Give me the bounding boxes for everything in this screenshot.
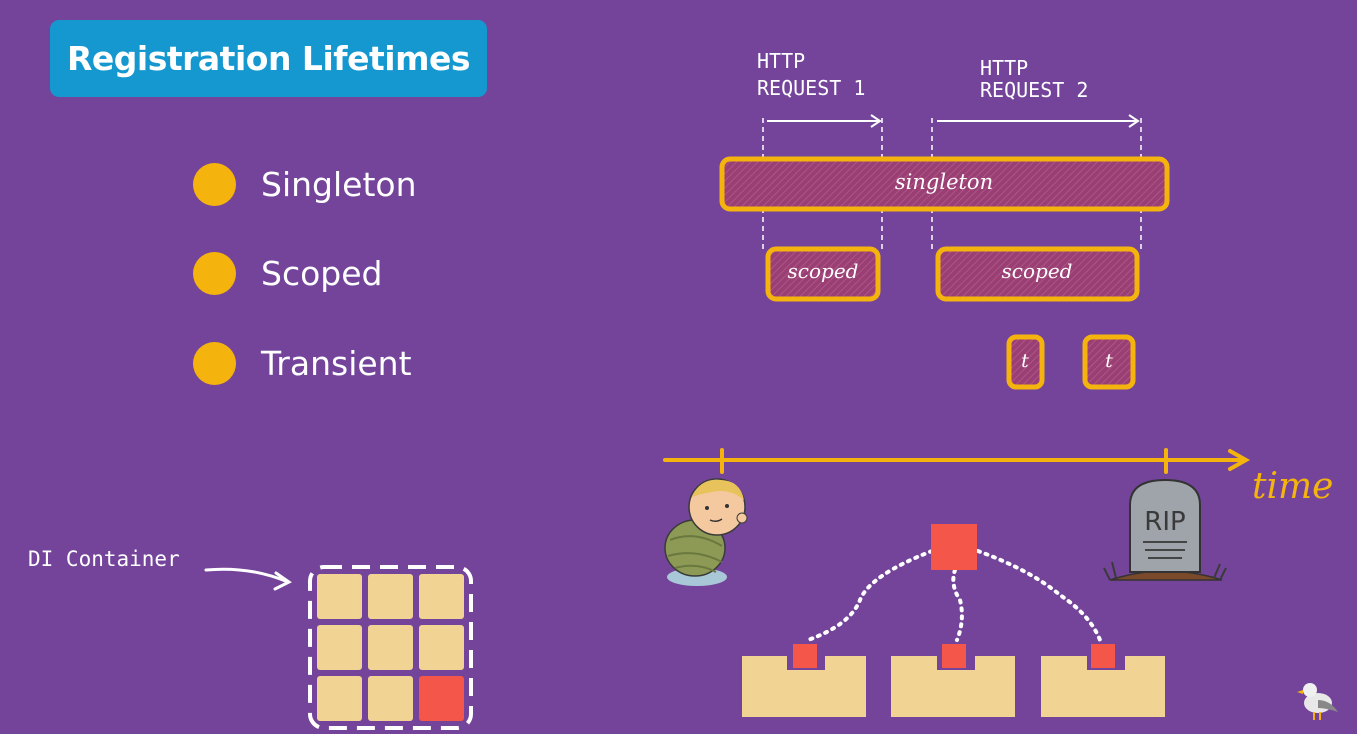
bullet-label: Scoped (261, 254, 383, 293)
container-tile (368, 676, 413, 721)
bird-logo-icon (1297, 683, 1338, 720)
bullet-item-singleton: Singleton (193, 163, 417, 206)
bullet-dot-icon (193, 163, 236, 206)
bullet-label: Singleton (261, 165, 417, 204)
transient-box-1: t (1006, 334, 1045, 390)
child-instance (793, 644, 817, 668)
instance-tree (742, 524, 1165, 717)
di-container (308, 565, 473, 730)
consumer-block-2 (891, 644, 1015, 717)
container-tile (368, 574, 413, 619)
request-2-arrow (937, 114, 1140, 128)
request-1-label: HTTP REQUEST 1 (757, 49, 865, 100)
singleton-bar: singleton (719, 156, 1170, 212)
container-tile (317, 625, 362, 670)
container-tile (317, 676, 362, 721)
bullet-item-scoped: Scoped (193, 252, 382, 295)
request-1-line1: HTTP (757, 49, 805, 73)
bullet-dot-icon (193, 252, 236, 295)
consumer-block-1 (742, 644, 866, 717)
transient-box-label: t (1021, 350, 1029, 372)
child-instance (942, 644, 966, 668)
scoped-bar-1: scoped (765, 246, 881, 302)
singleton-bar-label: singleton (895, 170, 993, 194)
container-tile (419, 625, 464, 670)
request-1-arrow (767, 114, 882, 128)
request-2-label: HTTP REQUEST 2 (980, 56, 1088, 102)
gravestone-icon: RIP (1103, 478, 1227, 581)
time-axis (663, 448, 1251, 474)
time-label: time (1252, 466, 1333, 507)
bullet-label: Transient (261, 344, 412, 383)
request-2-line2: REQUEST 2 (980, 78, 1088, 102)
root-instance (931, 524, 977, 570)
scoped-bar-label: scoped (1002, 259, 1073, 283)
tree-links (806, 549, 1102, 642)
request-2-line1: HTTP (980, 56, 1028, 80)
transient-box-2: t (1082, 334, 1136, 390)
container-tile-active (419, 676, 464, 721)
container-label: DI Container (28, 547, 180, 571)
bullet-dot-icon (193, 342, 236, 385)
request-1-line2: REQUEST 1 (757, 76, 865, 100)
transient-box-label: t (1105, 350, 1113, 372)
title-banner: Registration Lifetimes (50, 20, 487, 97)
grave-label: RIP (1144, 507, 1185, 537)
container-tile (317, 574, 362, 619)
container-tile (368, 625, 413, 670)
baby-icon (664, 478, 748, 586)
scoped-bar-label: scoped (788, 259, 859, 283)
scoped-bar-2: scoped (935, 246, 1140, 302)
container-arrow (204, 567, 292, 591)
bullet-item-transient: Transient (193, 342, 412, 385)
container-tile (419, 574, 464, 619)
consumer-block-3 (1041, 644, 1165, 717)
page-title: Registration Lifetimes (67, 39, 471, 78)
child-instance (1091, 644, 1115, 668)
